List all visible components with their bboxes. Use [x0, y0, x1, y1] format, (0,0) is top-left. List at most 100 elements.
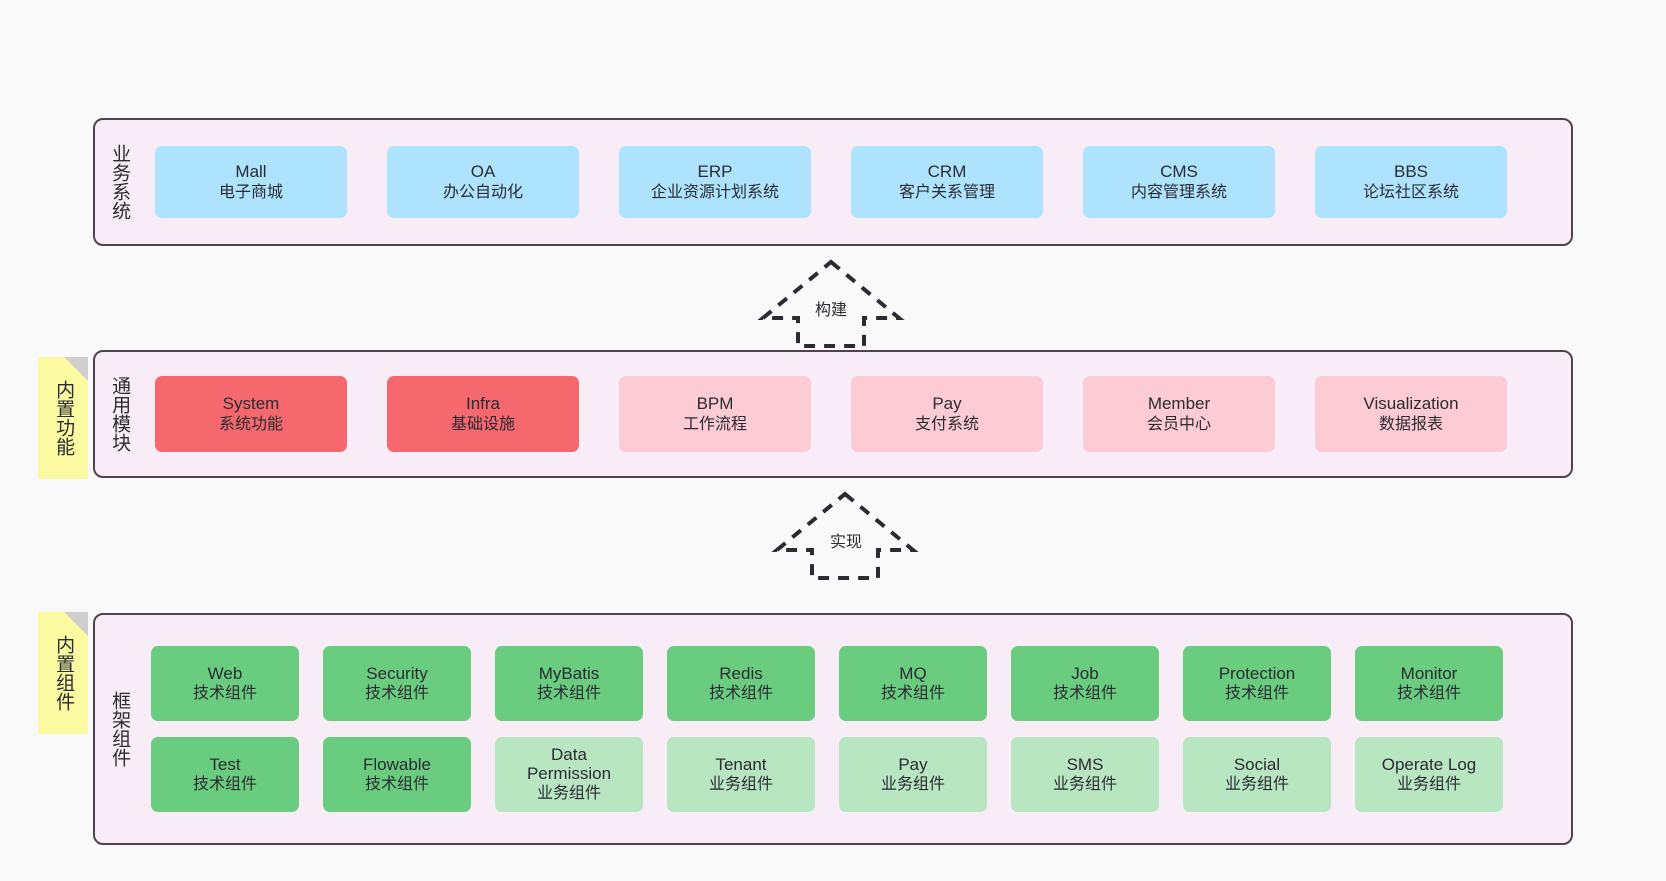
card-redis[interactable]: Redis 技术组件: [667, 646, 815, 721]
card-subtitle: 技术组件: [708, 685, 773, 703]
layer-body-framework-components: Web 技术组件 Security 技术组件 MyBatis 技术组件 Redi…: [143, 646, 1571, 812]
card-infra[interactable]: Infra 基础设施: [387, 376, 579, 452]
note-fold-icon: [64, 357, 88, 381]
card-subtitle: 业务组件: [880, 776, 945, 794]
card-title: OA: [470, 162, 496, 182]
card-cms[interactable]: CMS 内容管理系统: [1083, 146, 1275, 218]
card-title: CMS: [1160, 162, 1198, 182]
card-oa[interactable]: OA 办公自动化: [387, 146, 579, 218]
card-crm[interactable]: CRM 客户关系管理: [851, 146, 1043, 218]
note-label: 内置组件: [53, 635, 75, 711]
card-title: Redis: [719, 663, 763, 683]
layer-common-modules[interactable]: 通用模块 System 系统功能 Infra 基础设施 BPM 工作流程 Pay…: [93, 350, 1573, 478]
layer-title-common-modules: 通用模块: [109, 376, 131, 452]
card-subtitle: 技术组件: [192, 776, 257, 794]
layer-body-business-systems: Mall 电子商城 OA 办公自动化 ERP 企业资源计划系统 CRM 客户关系…: [143, 120, 1571, 244]
card-data-permission[interactable]: Data Permission 业务组件: [495, 737, 643, 812]
card-web[interactable]: Web 技术组件: [151, 646, 299, 721]
card-mall[interactable]: Mall 电子商城: [155, 146, 347, 218]
card-monitor[interactable]: Monitor 技术组件: [1355, 646, 1503, 721]
card-system[interactable]: System 系统功能: [155, 376, 347, 452]
card-subtitle: 支付系统: [914, 415, 979, 433]
card-title: Flowable: [362, 754, 432, 774]
card-flowable[interactable]: Flowable 技术组件: [323, 737, 471, 812]
card-row-technical: Web 技术组件 Security 技术组件 MyBatis 技术组件 Redi…: [143, 646, 1561, 721]
card-title: Tenant: [715, 754, 767, 774]
card-subtitle: 内容管理系统: [1130, 183, 1227, 201]
card-test[interactable]: Test 技术组件: [151, 737, 299, 812]
note-builtin-components: 内置组件: [38, 612, 88, 734]
card-bbs[interactable]: BBS 论坛社区系统: [1315, 146, 1507, 218]
card-title: Test: [209, 754, 241, 774]
card-bpm[interactable]: BPM 工作流程: [619, 376, 811, 452]
card-operate-log[interactable]: Operate Log 业务组件: [1355, 737, 1503, 812]
card-subtitle: 会员中心: [1146, 415, 1211, 433]
card-subtitle: 技术组件: [1224, 685, 1289, 703]
card-title: Infra: [465, 394, 501, 414]
card-mybatis[interactable]: MyBatis 技术组件: [495, 646, 643, 721]
card-title: Monitor: [1400, 663, 1458, 683]
card-visualization[interactable]: Visualization 数据报表: [1315, 376, 1507, 452]
card-title: Data Permission: [526, 745, 612, 784]
card-title: Operate Log: [1381, 754, 1477, 774]
card-title: Pay: [898, 754, 928, 774]
card-title: BPM: [696, 394, 734, 414]
card-subtitle: 业务组件: [1396, 776, 1461, 794]
card-member[interactable]: Member 会员中心: [1083, 376, 1275, 452]
card-title: SMS: [1066, 754, 1104, 774]
dashed-open-arrow-up-icon: [757, 259, 905, 348]
card-subtitle: 技术组件: [364, 776, 429, 794]
card-title: ERP: [697, 162, 733, 182]
connector-realize-label: 实现: [830, 534, 863, 551]
card-title: Pay: [932, 394, 962, 414]
layer-framework-components[interactable]: 框架组件 Web 技术组件 Security 技术组件 MyBatis 技术组件…: [93, 613, 1573, 845]
card-title: Web: [207, 663, 243, 683]
card-subtitle: 数据报表: [1378, 415, 1443, 433]
note-fold-icon: [64, 612, 88, 636]
card-row-business: Test 技术组件 Flowable 技术组件 Data Permission …: [143, 737, 1561, 812]
card-subtitle: 工作流程: [682, 415, 747, 433]
card-subtitle: 论坛社区系统: [1362, 183, 1459, 201]
card-tenant[interactable]: Tenant 业务组件: [667, 737, 815, 812]
card-subtitle: 技术组件: [192, 685, 257, 703]
card-erp[interactable]: ERP 企业资源计划系统: [619, 146, 811, 218]
connector-realize: [770, 490, 920, 580]
card-job[interactable]: Job 技术组件: [1011, 646, 1159, 721]
card-subtitle: 技术组件: [1052, 685, 1117, 703]
card-subtitle: 业务组件: [536, 784, 601, 802]
card-title: MQ: [899, 663, 927, 683]
card-title: BBS: [1393, 162, 1429, 182]
card-title: Protection: [1218, 663, 1296, 683]
card-row: System 系统功能 Infra 基础设施 BPM 工作流程 Pay 支付系统…: [147, 376, 1557, 452]
card-title: Security: [366, 663, 428, 683]
card-security[interactable]: Security 技术组件: [323, 646, 471, 721]
card-subtitle: 基础设施: [450, 415, 515, 433]
card-title: CRM: [927, 162, 967, 182]
card-mq[interactable]: MQ 技术组件: [839, 646, 987, 721]
card-title: Job: [1071, 663, 1099, 683]
card-protection[interactable]: Protection 技术组件: [1183, 646, 1331, 721]
card-subtitle: 技术组件: [364, 685, 429, 703]
note-label: 内置功能: [53, 380, 75, 456]
card-subtitle: 办公自动化: [442, 183, 523, 201]
layer-body-common-modules: System 系统功能 Infra 基础设施 BPM 工作流程 Pay 支付系统…: [143, 352, 1571, 476]
card-pay-business[interactable]: Pay 业务组件: [839, 737, 987, 812]
card-subtitle: 客户关系管理: [898, 183, 995, 201]
card-subtitle: 企业资源计划系统: [650, 183, 779, 201]
card-title: Visualization: [1363, 394, 1459, 414]
card-social[interactable]: Social 业务组件: [1183, 737, 1331, 812]
card-subtitle: 技术组件: [536, 685, 601, 703]
connector-build-label: 构建: [815, 302, 848, 319]
card-subtitle: 业务组件: [1224, 776, 1289, 794]
dashed-open-arrow-up-icon: [771, 491, 919, 580]
card-title: System: [222, 394, 280, 414]
layer-business-systems[interactable]: 业务系统 Mall 电子商城 OA 办公自动化 ERP 企业资源计划系统 CRM…: [93, 118, 1573, 246]
card-title: Member: [1147, 394, 1211, 414]
card-pay[interactable]: Pay 支付系统: [851, 376, 1043, 452]
layer-title-framework-components: 框架组件: [109, 691, 131, 767]
card-subtitle: 业务组件: [708, 776, 773, 794]
connector-build: [756, 258, 906, 348]
card-sms[interactable]: SMS 业务组件: [1011, 737, 1159, 812]
card-subtitle: 技术组件: [1396, 685, 1461, 703]
